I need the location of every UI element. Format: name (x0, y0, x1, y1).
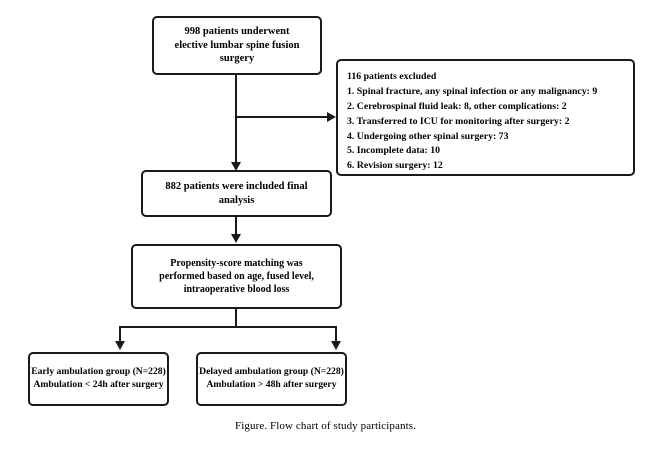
exclusion-item: 4. Undergoing other spinal surgery: 73 (347, 130, 509, 142)
node-propensity-score-matching: Propensity-score matching was performed … (131, 244, 342, 309)
node-enrolled-line-1: 998 patients underwent (184, 25, 290, 37)
node-enrolled-cohort: 998 patients underwent elective lumbar s… (152, 16, 322, 75)
exclusion-item: 3. Transferred to ICU for monitoring aft… (347, 115, 570, 127)
node-early-ambulation-group: Early ambulation group (N=228) Ambulatio… (28, 352, 169, 406)
exclusion-item: 1. Spinal fracture, any spinal infection… (347, 85, 598, 97)
node-enrolled-line-2: elective lumbar spine fusion (174, 39, 300, 51)
figure-caption: Figure. Flow chart of study participants… (235, 420, 416, 432)
node-matching-line-1: Propensity-score matching was (170, 257, 303, 269)
exclusion-item: 6. Revision surgery: 12 (347, 160, 443, 172)
node-enrolled-line-3: surgery (219, 53, 255, 65)
connector-included-to-matching (235, 217, 237, 236)
arrowhead-right-icon-excluded (327, 112, 336, 122)
arrowhead-down-icon-delayed (331, 341, 341, 350)
node-exclusions: 116 patients excluded 1. Spinal fracture… (336, 59, 635, 176)
connector-leg-right (335, 326, 337, 343)
node-delayed-line-2: Ambulation > 48h after surgery (206, 379, 337, 390)
connector-enrolled-to-included (235, 75, 237, 165)
node-included-line-2: analysis (218, 194, 255, 206)
node-included-line-1: 882 patients were included final (165, 180, 308, 192)
connector-matching-to-split (235, 309, 237, 327)
node-matching-line-2: performed based on age, fused level, (159, 270, 314, 282)
node-matching-line-3: intraoperative blood loss (183, 284, 290, 296)
exclusion-item: 2. Cerebrospinal fluid leak: 8, other co… (347, 100, 567, 112)
node-included-analysis: 882 patients were included final analysi… (141, 170, 332, 217)
exclusions-heading: 116 patients excluded (347, 71, 437, 82)
node-early-line-1: Early ambulation group (N=228) (31, 366, 166, 378)
node-delayed-ambulation-group: Delayed ambulation group (N=228) Ambulat… (196, 352, 347, 406)
arrowhead-down-icon-early (115, 341, 125, 350)
connector-branch-to-excluded (235, 116, 329, 118)
node-delayed-line-1: Delayed ambulation group (N=228) (199, 366, 344, 378)
connector-split-bar (119, 326, 337, 328)
exclusion-item: 5. Incomplete data: 10 (347, 145, 441, 157)
arrowhead-down-icon-included (231, 162, 241, 171)
arrowhead-down-icon-matching (231, 234, 241, 243)
connector-leg-left (119, 326, 121, 343)
node-early-line-2: Ambulation < 24h after surgery (33, 379, 164, 390)
